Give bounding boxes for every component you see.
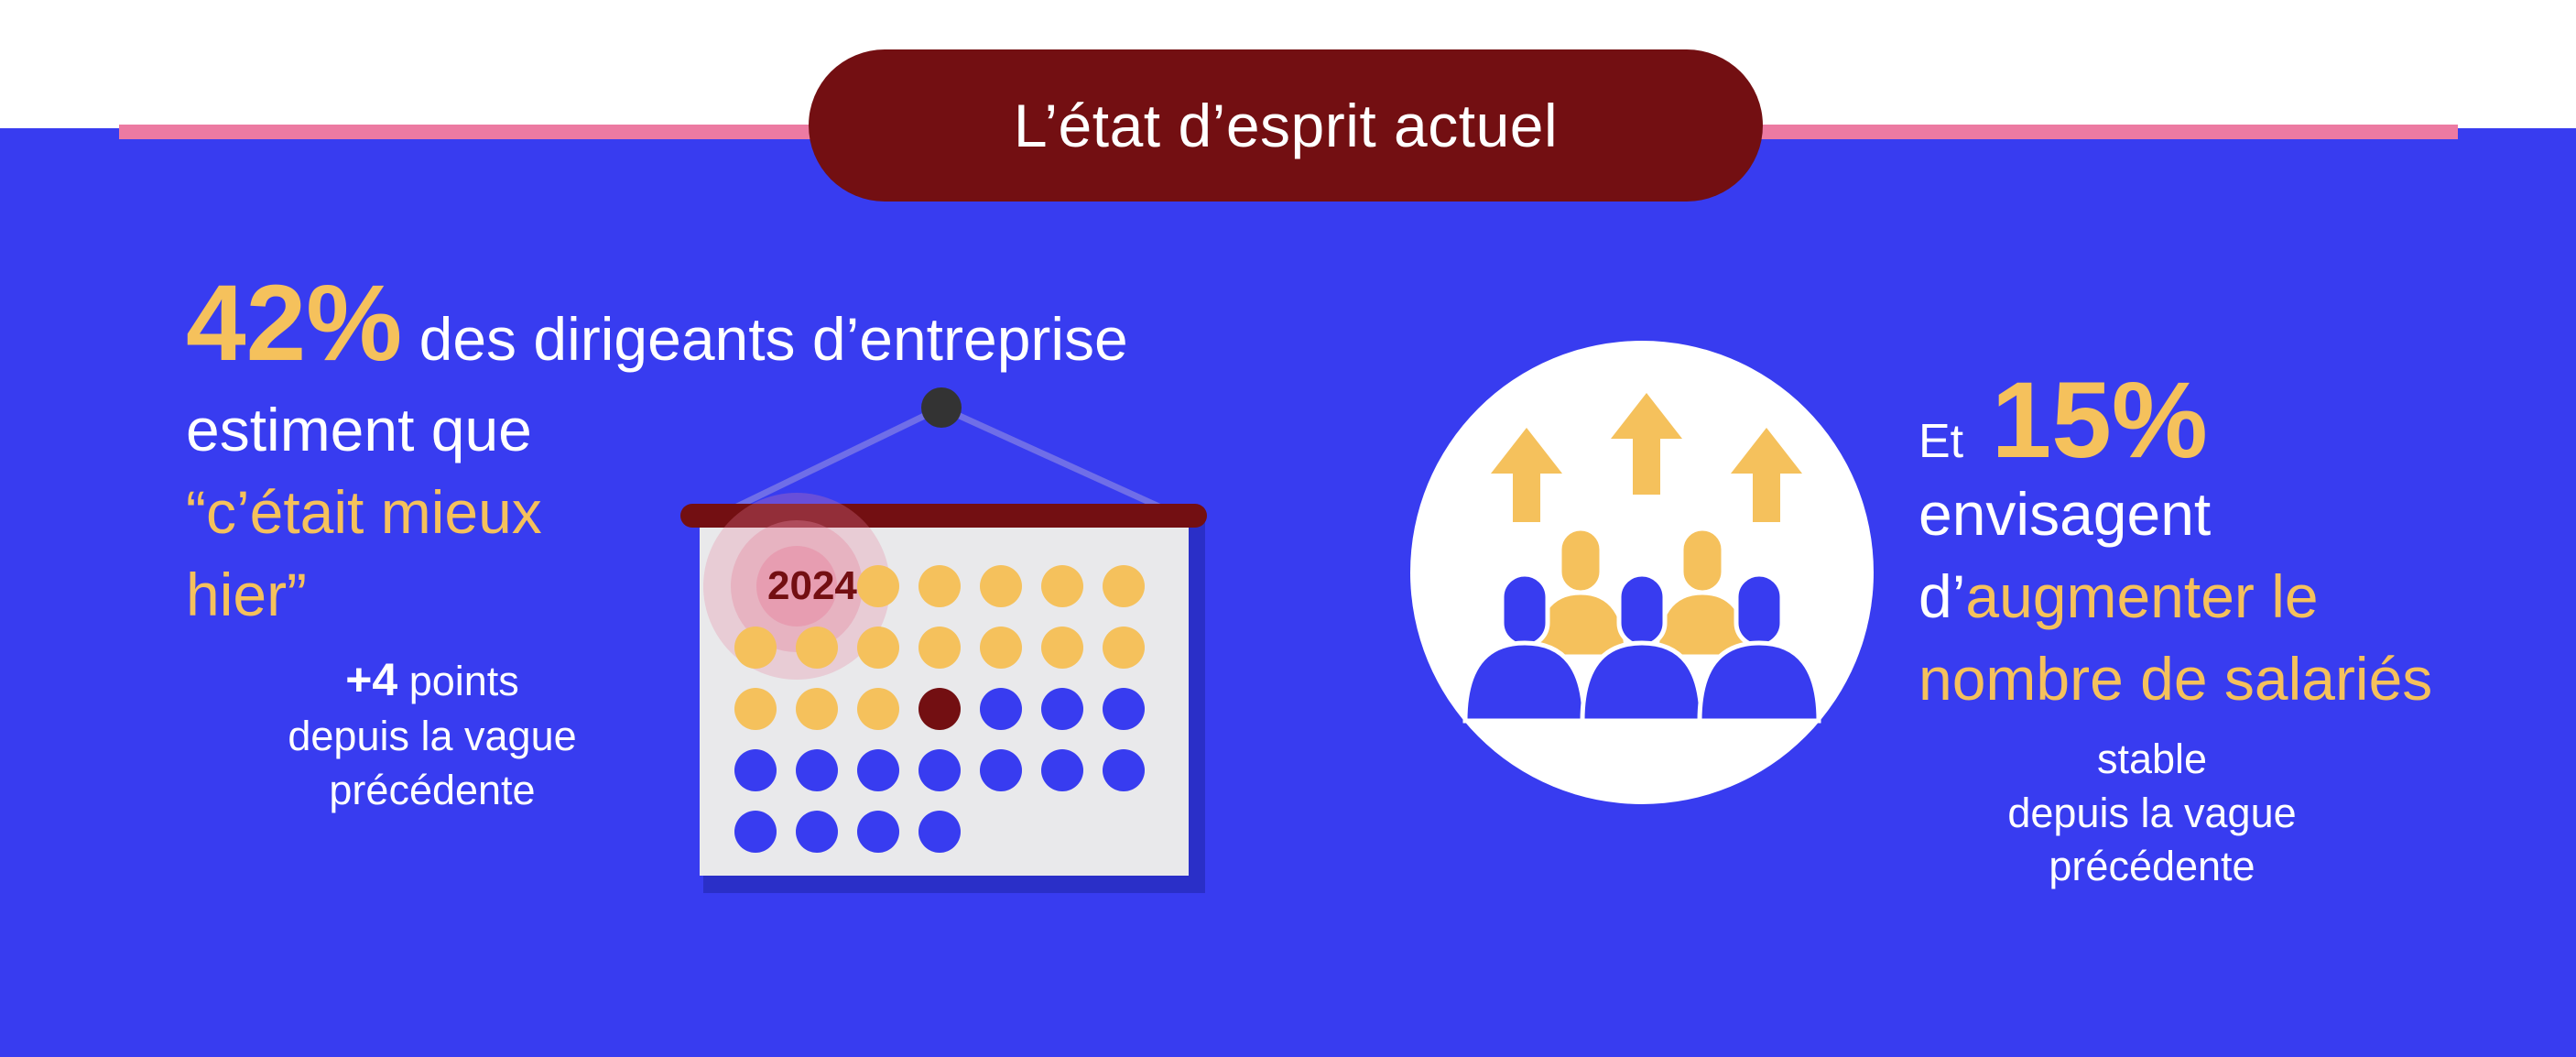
person-icon <box>1679 526 1726 595</box>
calendar-day-dot <box>1103 749 1145 791</box>
calendar-day-dot <box>857 811 899 853</box>
calendar-day-dot <box>980 749 1022 791</box>
calendar-day-dot <box>918 565 961 607</box>
calendar-day-dot <box>1103 688 1145 730</box>
calendar-day-dot <box>734 749 777 791</box>
left-change-unit: points <box>408 658 519 704</box>
section-title-text: L’état d’esprit actuel <box>1013 92 1559 159</box>
person-icon <box>1616 572 1668 648</box>
left-stat-percent: 42% <box>186 263 403 384</box>
calendar-day-dot <box>918 811 961 853</box>
calendar-nail <box>921 387 962 428</box>
right-stat-change-note: stable depuis la vague précédente <box>1960 733 2344 894</box>
person-icon <box>1499 572 1550 648</box>
right-stat-prefix: Et <box>1918 415 1964 468</box>
calendar-day-dot <box>734 627 777 669</box>
right-stat-line3-plain: d’ <box>1918 562 1966 630</box>
left-change-line2: depuis la vague <box>288 713 577 759</box>
calendar-day-dot <box>796 688 838 730</box>
left-stat-quote-line2: hier” <box>186 561 308 628</box>
calendar-top-bar <box>680 504 1207 528</box>
calendar-day-dot <box>1103 627 1145 669</box>
calendar-day-dot <box>1041 565 1083 607</box>
left-stat-quote-line1: “c’était mieux <box>186 478 542 546</box>
right-stat-line1: Et 15% <box>1918 366 2208 474</box>
right-stat-line3: d’augmenter le <box>1918 566 2319 627</box>
blue-people <box>1462 572 1821 724</box>
calendar-day-dot <box>796 627 838 669</box>
right-stat-percent: 15% <box>1991 360 2208 481</box>
calendar-day-dot <box>857 565 899 607</box>
calendar-day-dot <box>796 749 838 791</box>
calendar-day-dot <box>857 749 899 791</box>
person-icon <box>1734 572 1785 648</box>
calendar-day-dot <box>857 627 899 669</box>
left-change-line1: +4 points <box>240 650 625 710</box>
left-stat-line1-text: des dirigeants d’entreprise <box>418 305 1128 373</box>
person-body <box>1462 640 1587 724</box>
person-icon <box>1557 526 1604 595</box>
calendar-dots <box>734 565 1145 853</box>
person-body <box>1580 640 1704 724</box>
year-glow-middle <box>731 520 863 652</box>
right-stat-line4: nombre de salariés <box>1918 645 2433 713</box>
calendar-day-dot <box>1103 565 1145 607</box>
section-title: L’état d’esprit actuel <box>809 49 1763 202</box>
gold-people <box>1532 526 1751 659</box>
right-note-line1: stable <box>2096 736 2208 782</box>
left-stat-line1: 42% des dirigeants d’entreprise <box>186 269 1128 377</box>
calendar-illustration: 2024 <box>680 387 1207 893</box>
arrow-up-icon <box>1491 428 1562 522</box>
right-stat-line3-gold: augmenter le <box>1965 562 2319 630</box>
calendar-day-dot <box>1041 688 1083 730</box>
calendar-day-dot <box>857 688 899 730</box>
growth-illustration <box>1462 393 1821 724</box>
calendar-day-dot <box>918 749 961 791</box>
calendar-day-dot <box>734 811 777 853</box>
arrow-up-icon <box>1611 393 1682 495</box>
person-body <box>1697 640 1821 724</box>
left-stat-change-note: +4 points depuis la vague précédente <box>240 650 625 817</box>
calendar-day-dot <box>1041 749 1083 791</box>
right-note-line3: précédente <box>2049 843 2255 889</box>
left-change-line3: précédente <box>329 766 536 813</box>
year-glow-inner <box>756 546 837 627</box>
calendar-day-dot <box>1041 627 1083 669</box>
calendar-day-dot <box>980 627 1022 669</box>
calendar-string-left <box>712 404 943 521</box>
calendar-year: 2024 <box>767 563 857 608</box>
arrow-up-icon <box>1731 428 1802 522</box>
left-stat-line2: estiment que <box>186 396 532 463</box>
blue-background <box>0 128 2576 1057</box>
right-stat-line2: envisagent <box>1918 480 2212 548</box>
calendar-day-dot <box>796 811 838 853</box>
calendar-day-dot <box>980 688 1022 730</box>
left-change-value: +4 <box>345 654 398 705</box>
calendar-day-dot <box>980 565 1022 607</box>
calendar-day-dot <box>918 627 961 669</box>
calendar-string-right <box>940 404 1185 521</box>
calendar-day-dot <box>734 688 777 730</box>
calendar-day-dot <box>918 688 961 730</box>
right-note-line2: depuis la vague <box>2007 789 2297 836</box>
